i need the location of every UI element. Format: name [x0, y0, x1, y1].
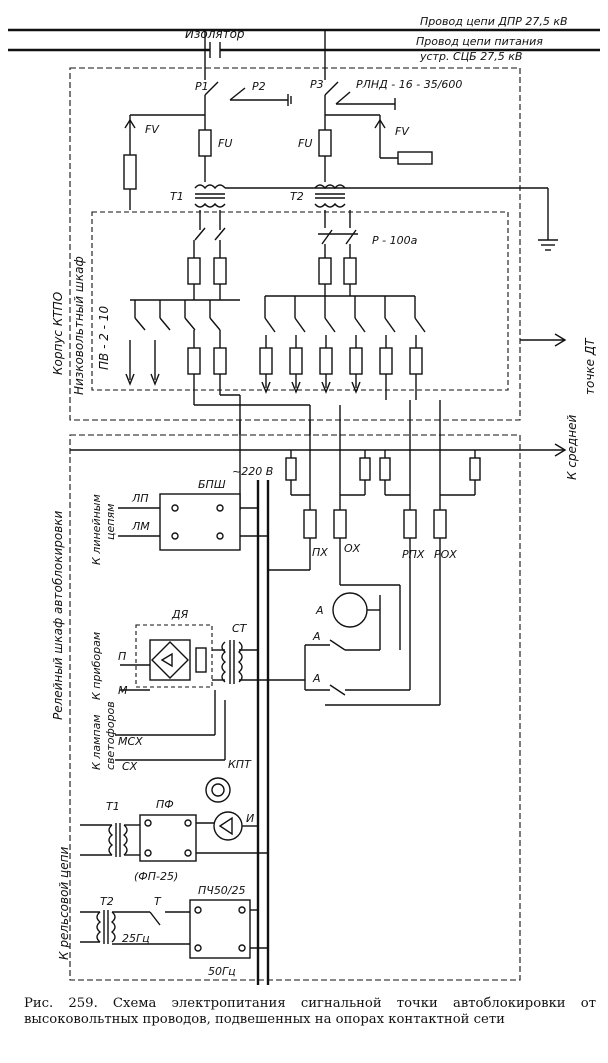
relay-cabinet-frame	[69, 434, 521, 981]
kpt-label: КПТ	[228, 758, 252, 771]
pv-label: ПВ - 2 - 10	[97, 306, 111, 370]
r100-label: Р - 100а	[372, 234, 418, 247]
dya-bridge	[149, 639, 191, 681]
lv-right-fuse-1	[318, 257, 332, 285]
insulator-label: Изолятор	[185, 27, 245, 41]
p3-switch	[324, 81, 339, 96]
i-label: И	[246, 812, 254, 825]
lv-left-fuse-2	[213, 257, 227, 285]
lv-left-fuse-4	[213, 347, 227, 375]
t1-bottom-secondary	[122, 824, 128, 856]
figure-caption: Рис. 259. Схема электропитания сигнально…	[24, 996, 596, 1027]
t1-top-primary	[194, 184, 226, 190]
hz50-label: 50Гц	[208, 965, 236, 978]
ox-label: ОХ	[344, 542, 361, 555]
lv-cabinet-label: Низковольтный шкаф	[72, 256, 86, 395]
supply-wire-label-2: устр. СЦБ 27,5 кВ	[419, 50, 522, 63]
rpx-relay	[403, 509, 417, 539]
devices-label: К приборам	[90, 632, 103, 700]
t2-bottom-secondary	[110, 911, 116, 943]
pf-label: ПФ	[156, 798, 174, 811]
sx-label: СХ	[122, 760, 138, 773]
mid-point-label-1: К средней	[565, 415, 579, 480]
lp-label: ЛП	[131, 492, 149, 505]
lm-label: ЛМ	[131, 520, 150, 533]
p1-label: Р1	[195, 80, 209, 93]
fu-left-label: FU	[218, 137, 232, 150]
t2-top-primary	[314, 184, 346, 190]
hz25-label: 25Гц	[122, 932, 150, 945]
bpsh-block	[159, 493, 241, 551]
t1-bottom-primary	[108, 824, 114, 856]
t-contact	[149, 911, 161, 926]
p3-label: Р3	[310, 78, 324, 91]
fv-left-label: FV	[145, 123, 160, 136]
lv-left-fuse-3	[187, 347, 201, 375]
ox-relay	[333, 509, 347, 539]
lamps-label-2: светофоров	[104, 701, 117, 770]
t2-bottom-label: Т2	[100, 895, 114, 908]
fu-right-fuse	[318, 129, 332, 157]
lamps-label-1: К лампам	[90, 714, 103, 770]
px-relay	[303, 509, 317, 539]
st-winding-1	[221, 641, 227, 683]
ktpo-housing-label: Корпус КТПО	[51, 292, 65, 375]
ktpo-housing-frame	[69, 67, 521, 421]
dya-frame	[135, 624, 213, 688]
a-motor-label: А	[315, 604, 324, 617]
fu-left-fuse	[198, 129, 212, 157]
fv-left-arrester	[123, 154, 137, 190]
t1-top-label: Т1	[170, 190, 184, 203]
fv-right-arrester	[397, 151, 433, 165]
dya-label: ДЯ	[171, 608, 189, 621]
supply-wire-label-1: Провод цепи питания	[416, 35, 543, 48]
a-circle-device	[332, 592, 368, 628]
v220-label: ~220 В	[232, 465, 273, 478]
i-lamp	[213, 811, 243, 841]
t2-bottom-primary	[96, 911, 102, 943]
lv-right-fuse-2	[343, 257, 357, 285]
mid-point-label-2: точке ДТ	[583, 337, 597, 395]
fv-right-label: FV	[395, 125, 410, 138]
t2-top-label: Т2	[290, 190, 304, 203]
p-term-label: П	[118, 650, 126, 663]
lv-right-fuse-row	[259, 335, 423, 394]
relay-resistor-row	[285, 450, 481, 496]
st-winding-2	[237, 641, 243, 683]
t-contact-label: Т	[154, 895, 162, 908]
bpsh-label: БПШ	[198, 478, 226, 491]
lv-right-switch-group	[264, 296, 426, 333]
lv-cabinet-frame	[91, 211, 509, 391]
fp25-label: (ФП-25)	[134, 870, 178, 883]
pch-label: ПЧ50/25	[198, 884, 246, 897]
p2-label: Р2	[252, 80, 266, 93]
t1-bottom-label: Т1	[106, 800, 120, 813]
a2-label: А	[312, 672, 321, 685]
line-circuits-label-1: К линейным	[90, 494, 103, 565]
dpr-wire-label: Провод цепи ДПР 27,5 кВ	[420, 15, 568, 28]
track-circuit-label: К рельсовой цепи	[57, 847, 71, 960]
p1-switch	[204, 81, 219, 96]
a1-label: А	[312, 630, 321, 643]
msx-label: МСХ	[118, 735, 143, 748]
t1-top-secondary	[194, 202, 226, 208]
rox-label: РОХ	[434, 548, 457, 561]
rpx-label: РПХ	[402, 548, 425, 561]
fu-right-label: FU	[298, 137, 312, 150]
px-label: ПХ	[312, 546, 328, 559]
line-circuits-label-2: цепям	[104, 504, 117, 540]
lv-left-switch-group	[125, 300, 221, 386]
lv-left-fuse-1	[187, 257, 201, 285]
dya-resistor	[195, 647, 207, 673]
rox-relay	[433, 509, 447, 539]
relay-cabinet-label: Релейный шкаф автоблокировки	[51, 510, 65, 720]
st-label: СТ	[232, 622, 248, 635]
t2-top-secondary	[314, 202, 346, 208]
rlnd-label: РЛНД - 16 - 35/600	[356, 78, 462, 91]
